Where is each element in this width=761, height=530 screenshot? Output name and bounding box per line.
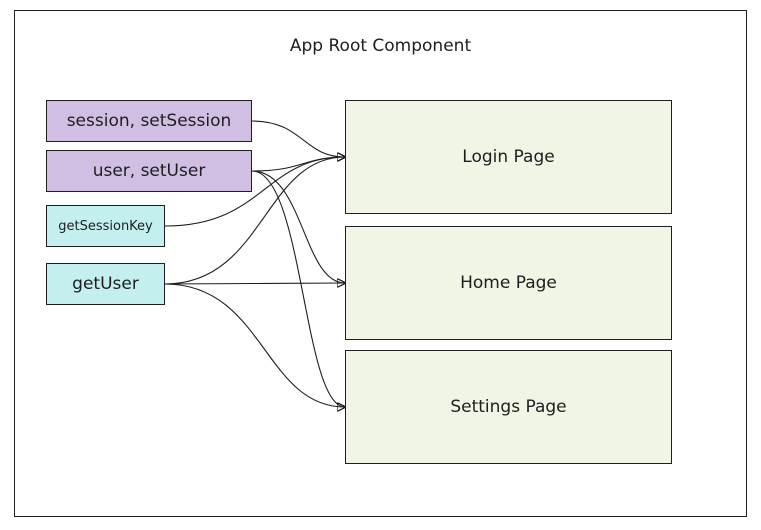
node-get-session-key: getSessionKey: [46, 205, 165, 247]
node-home-page-label: Home Page: [460, 273, 557, 293]
node-settings-page: Settings Page: [345, 350, 672, 464]
node-user-state: user, setUser: [46, 150, 252, 192]
node-home-page: Home Page: [345, 226, 672, 340]
node-session-state: session, setSession: [46, 100, 252, 142]
diagram-title: App Root Component: [289, 36, 472, 56]
node-session-label: session, setSession: [66, 111, 232, 131]
node-settings-page-label: Settings Page: [450, 397, 567, 417]
node-get-user: getUser: [46, 263, 165, 305]
node-get-session-key-label: getSessionKey: [58, 218, 153, 234]
node-login-page: Login Page: [345, 100, 672, 214]
node-user-label: user, setUser: [92, 161, 206, 181]
node-get-user-label: getUser: [72, 274, 139, 294]
node-login-page-label: Login Page: [462, 147, 555, 167]
